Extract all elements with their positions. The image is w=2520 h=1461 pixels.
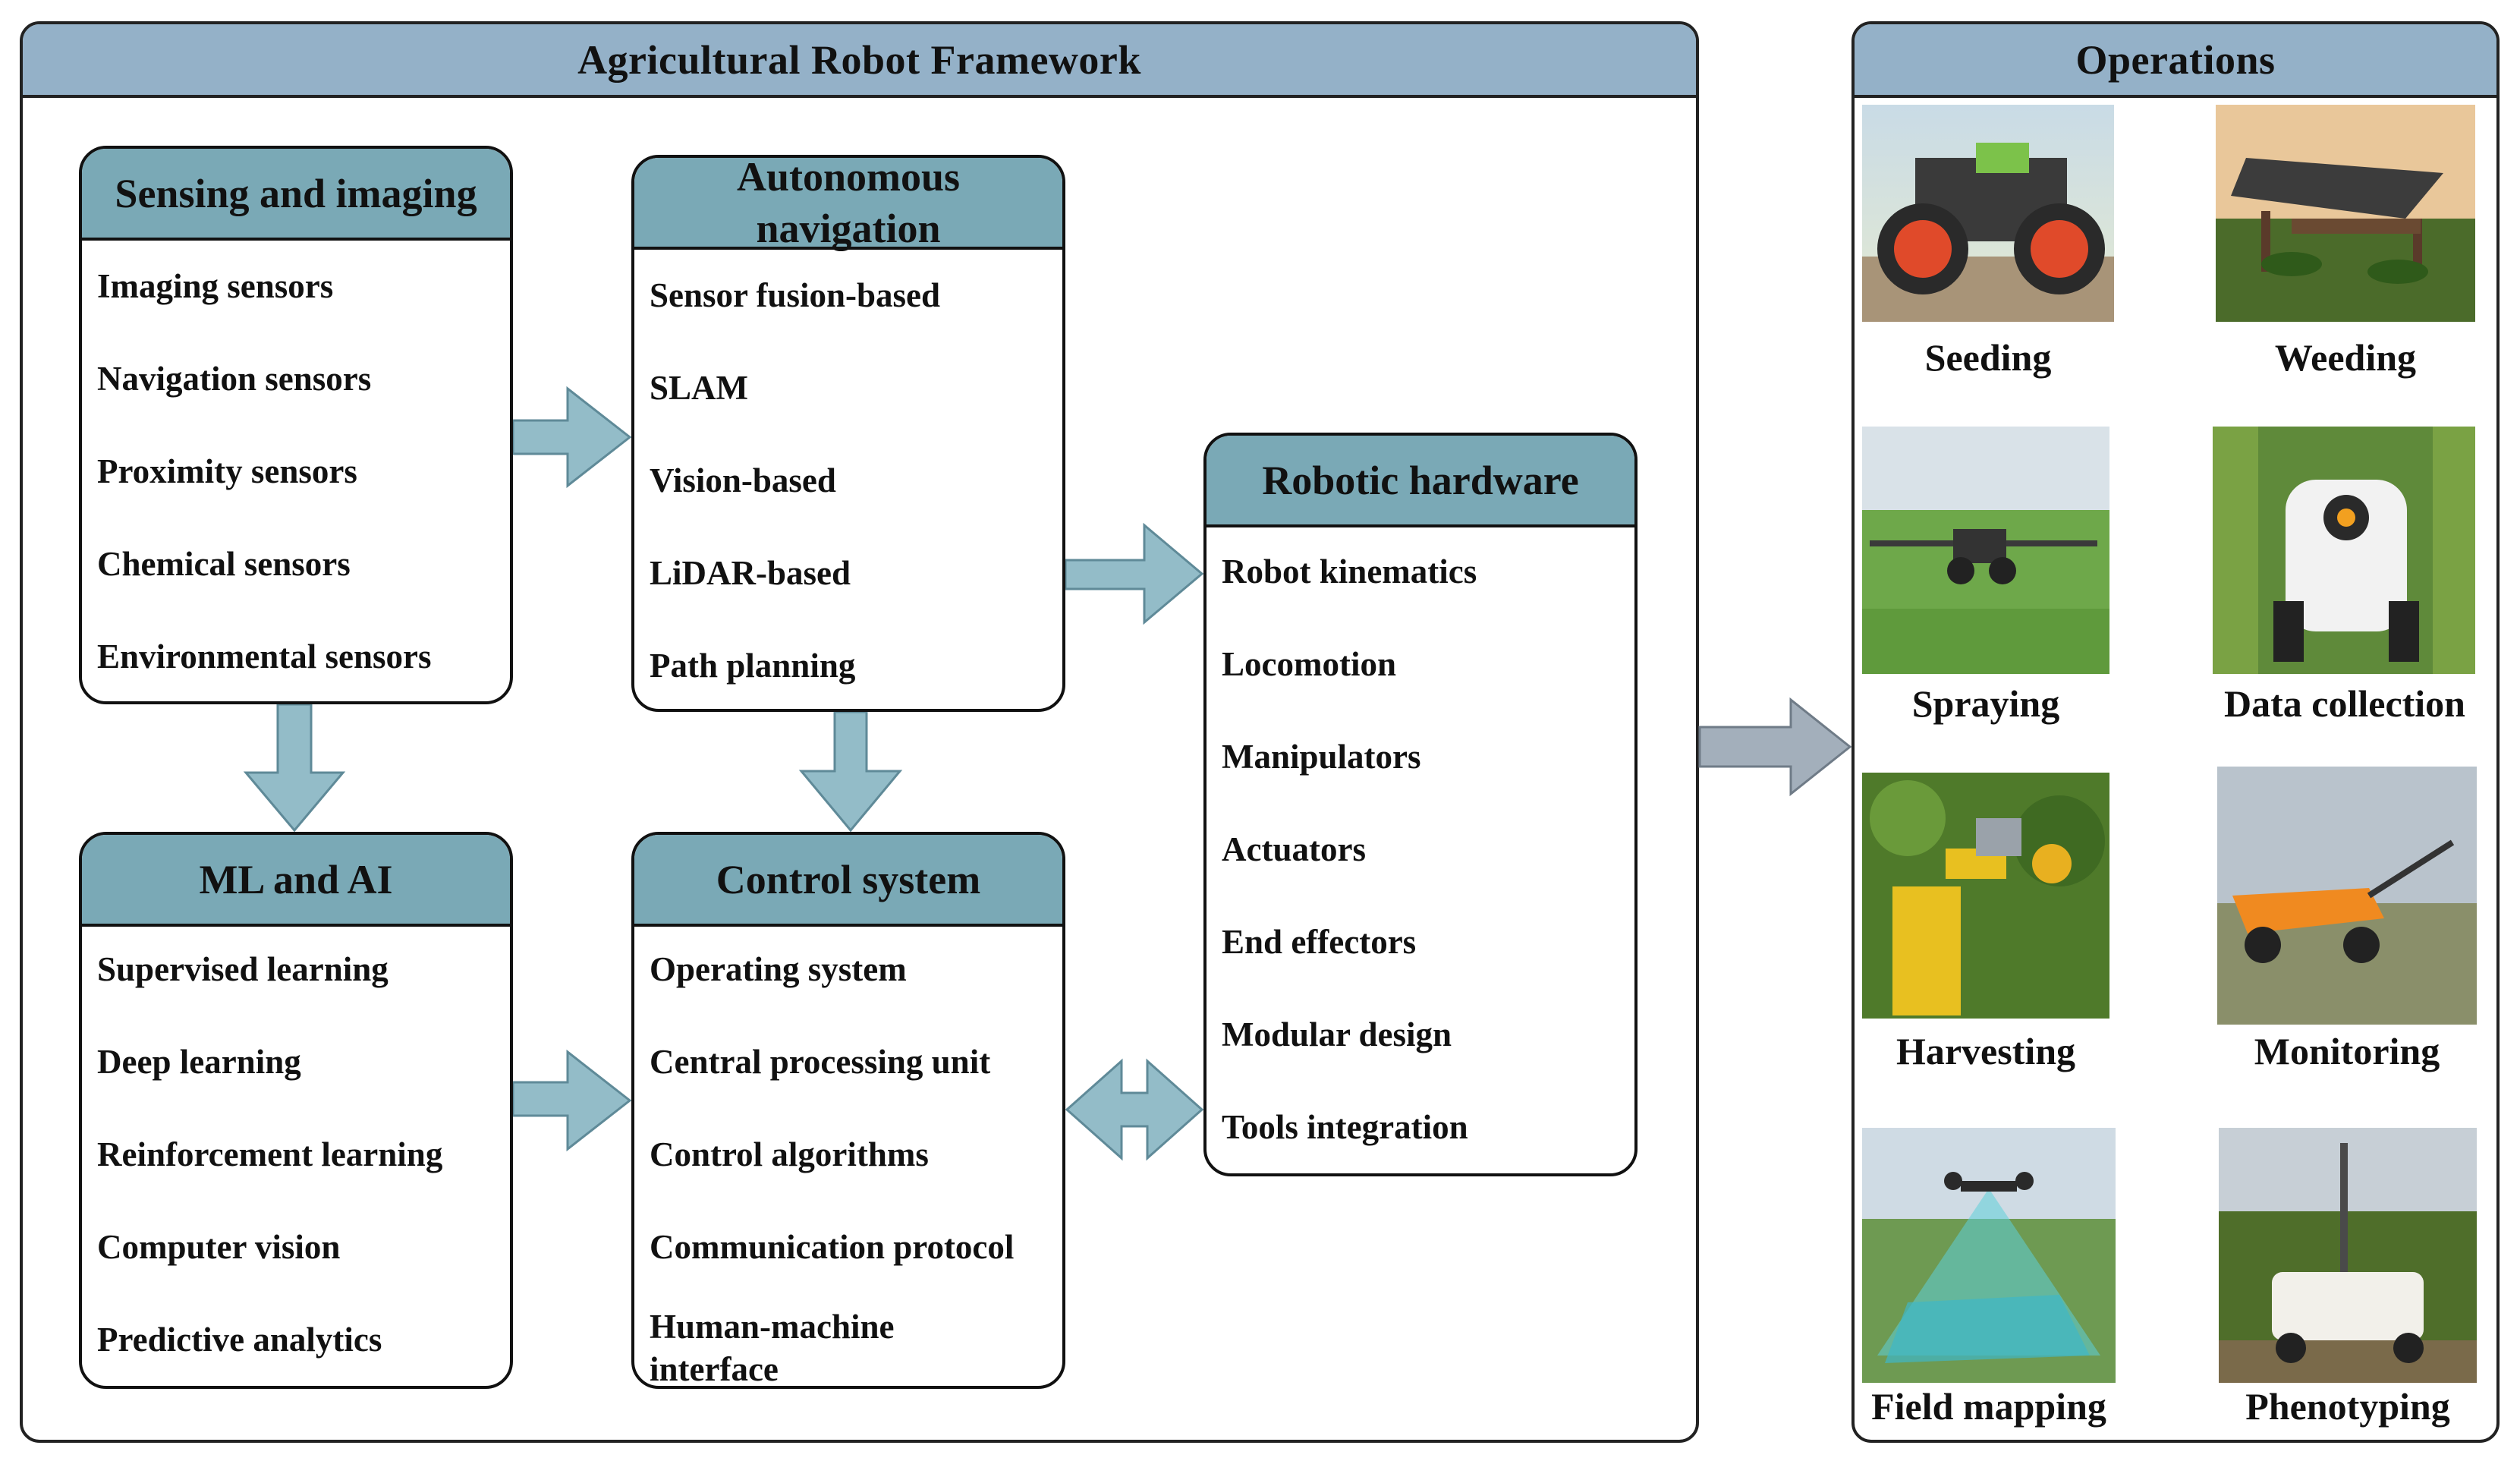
data-collection-image bbox=[2213, 427, 2475, 674]
hardware-item: Actuators bbox=[1222, 830, 1366, 868]
ml-item: Predictive analytics bbox=[97, 1321, 382, 1359]
sensing-item: Proximity sensors bbox=[97, 452, 357, 490]
navigation-item: Sensor fusion-based bbox=[650, 276, 941, 314]
navigation-item: SLAM bbox=[650, 369, 749, 407]
op-label-harvesting: Harvesting bbox=[1896, 1030, 2076, 1072]
ml-item: Deep learning bbox=[97, 1043, 301, 1081]
sensing-item: Chemical sensors bbox=[97, 545, 351, 583]
control-item: Operating system bbox=[650, 950, 907, 988]
ml-item: Supervised learning bbox=[97, 950, 389, 988]
sensing-title: Sensing and imaging bbox=[82, 149, 510, 241]
navigation-item: LiDAR-based bbox=[650, 554, 851, 592]
hardware-item: Manipulators bbox=[1222, 738, 1421, 776]
phenotyping-image bbox=[2219, 1128, 2477, 1383]
ml-box: ML and AI Supervised learning Deep learn… bbox=[79, 832, 513, 1389]
op-label-spraying: Spraying bbox=[1911, 682, 2060, 725]
monitoring-image bbox=[2217, 767, 2477, 1025]
arrow-framework-to-operations bbox=[1698, 697, 1852, 797]
sensing-box: Sensing and imaging Imaging sensors Navi… bbox=[79, 146, 513, 704]
control-item: Central processing unit bbox=[650, 1043, 991, 1081]
control-item: Control algorithms bbox=[650, 1135, 929, 1173]
control-item: Communication protocol bbox=[650, 1228, 1015, 1266]
field-mapping-image bbox=[1862, 1128, 2116, 1383]
seeding-image bbox=[1862, 105, 2114, 322]
ml-title: ML and AI bbox=[82, 835, 510, 927]
hardware-item: Tools integration bbox=[1222, 1108, 1468, 1146]
hardware-item: Robot kinematics bbox=[1222, 553, 1477, 590]
control-title: Control system bbox=[634, 835, 1062, 927]
navigation-box: Autonomous navigation Sensor fusion-base… bbox=[631, 155, 1065, 712]
op-label-monitoring: Monitoring bbox=[2254, 1030, 2440, 1072]
weeding-image bbox=[2216, 105, 2475, 322]
navigation-item: Vision-based bbox=[650, 461, 836, 499]
spraying-image bbox=[1862, 427, 2109, 674]
navigation-title: Autonomous navigation bbox=[634, 158, 1062, 251]
ml-item: Computer vision bbox=[97, 1228, 341, 1266]
op-label-field-mapping: Field mapping bbox=[1871, 1385, 2106, 1428]
harvesting-image bbox=[1862, 773, 2109, 1019]
hardware-item: Modular design bbox=[1222, 1015, 1452, 1053]
sensing-item: Environmental sensors bbox=[97, 638, 432, 675]
op-label-weeding: Weeding bbox=[2274, 336, 2417, 379]
ml-item: Reinforcement learning bbox=[97, 1135, 443, 1173]
hardware-item: Locomotion bbox=[1222, 645, 1396, 683]
control-box: Control system Operating system Central … bbox=[631, 832, 1065, 1389]
op-label-phenotyping: Phenotyping bbox=[2245, 1385, 2450, 1428]
hardware-box: Robotic hardware Robot kinematics Locomo… bbox=[1203, 433, 1638, 1176]
sensing-item: Imaging sensors bbox=[97, 267, 334, 305]
framework-title: Agricultural Robot Framework bbox=[23, 24, 1696, 98]
navigation-item: Path planning bbox=[650, 647, 856, 685]
control-item: Human-machine interface bbox=[650, 1308, 895, 1388]
op-label-seeding: Seeding bbox=[1924, 336, 2052, 379]
operations-title: Operations bbox=[1855, 24, 2496, 98]
op-label-data-collection: Data collection bbox=[2224, 682, 2465, 725]
hardware-item: End effectors bbox=[1222, 923, 1417, 961]
sensing-item: Navigation sensors bbox=[97, 360, 372, 398]
hardware-title: Robotic hardware bbox=[1207, 436, 1634, 527]
